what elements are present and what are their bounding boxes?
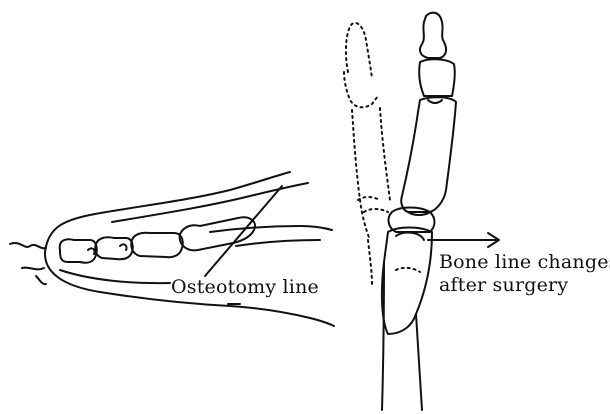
postop-distal-phalanx <box>420 13 446 58</box>
lateral-right-mid-edge <box>236 240 320 246</box>
postop-middle-phalanx <box>419 59 455 96</box>
osteotomy-label: Osteotomy line <box>171 276 319 298</box>
lateral-bone-proximal <box>131 233 182 257</box>
bone-line-label-line2: after surgery <box>439 274 568 296</box>
postop-osteotomy-segment <box>382 228 432 335</box>
lateral-right-upper-edge <box>210 226 332 232</box>
bone-line-label-line1: Bone line changes <box>439 251 610 273</box>
lateral-bone-distal <box>60 239 97 262</box>
postop-osteotomy-cut <box>396 233 424 240</box>
postop-joint-mark-1 <box>428 100 442 103</box>
lateral-view-drawing <box>10 172 334 326</box>
lateral-joint-curl <box>88 248 95 254</box>
lateral-left-squiggle-2 <box>22 268 44 270</box>
bone-line-arrow <box>428 233 499 247</box>
lateral-left-squiggle-3 <box>36 276 46 284</box>
postop-proximal-phalanx <box>401 97 456 212</box>
postop-shaft-right <box>416 314 422 410</box>
dorsal-view-drawing <box>344 13 456 410</box>
lateral-joint-curl-2 <box>120 244 127 250</box>
lateral-plantar-line <box>60 270 170 283</box>
lateral-left-squiggle-1 <box>10 243 46 248</box>
preop-dotted-outline <box>344 23 420 286</box>
